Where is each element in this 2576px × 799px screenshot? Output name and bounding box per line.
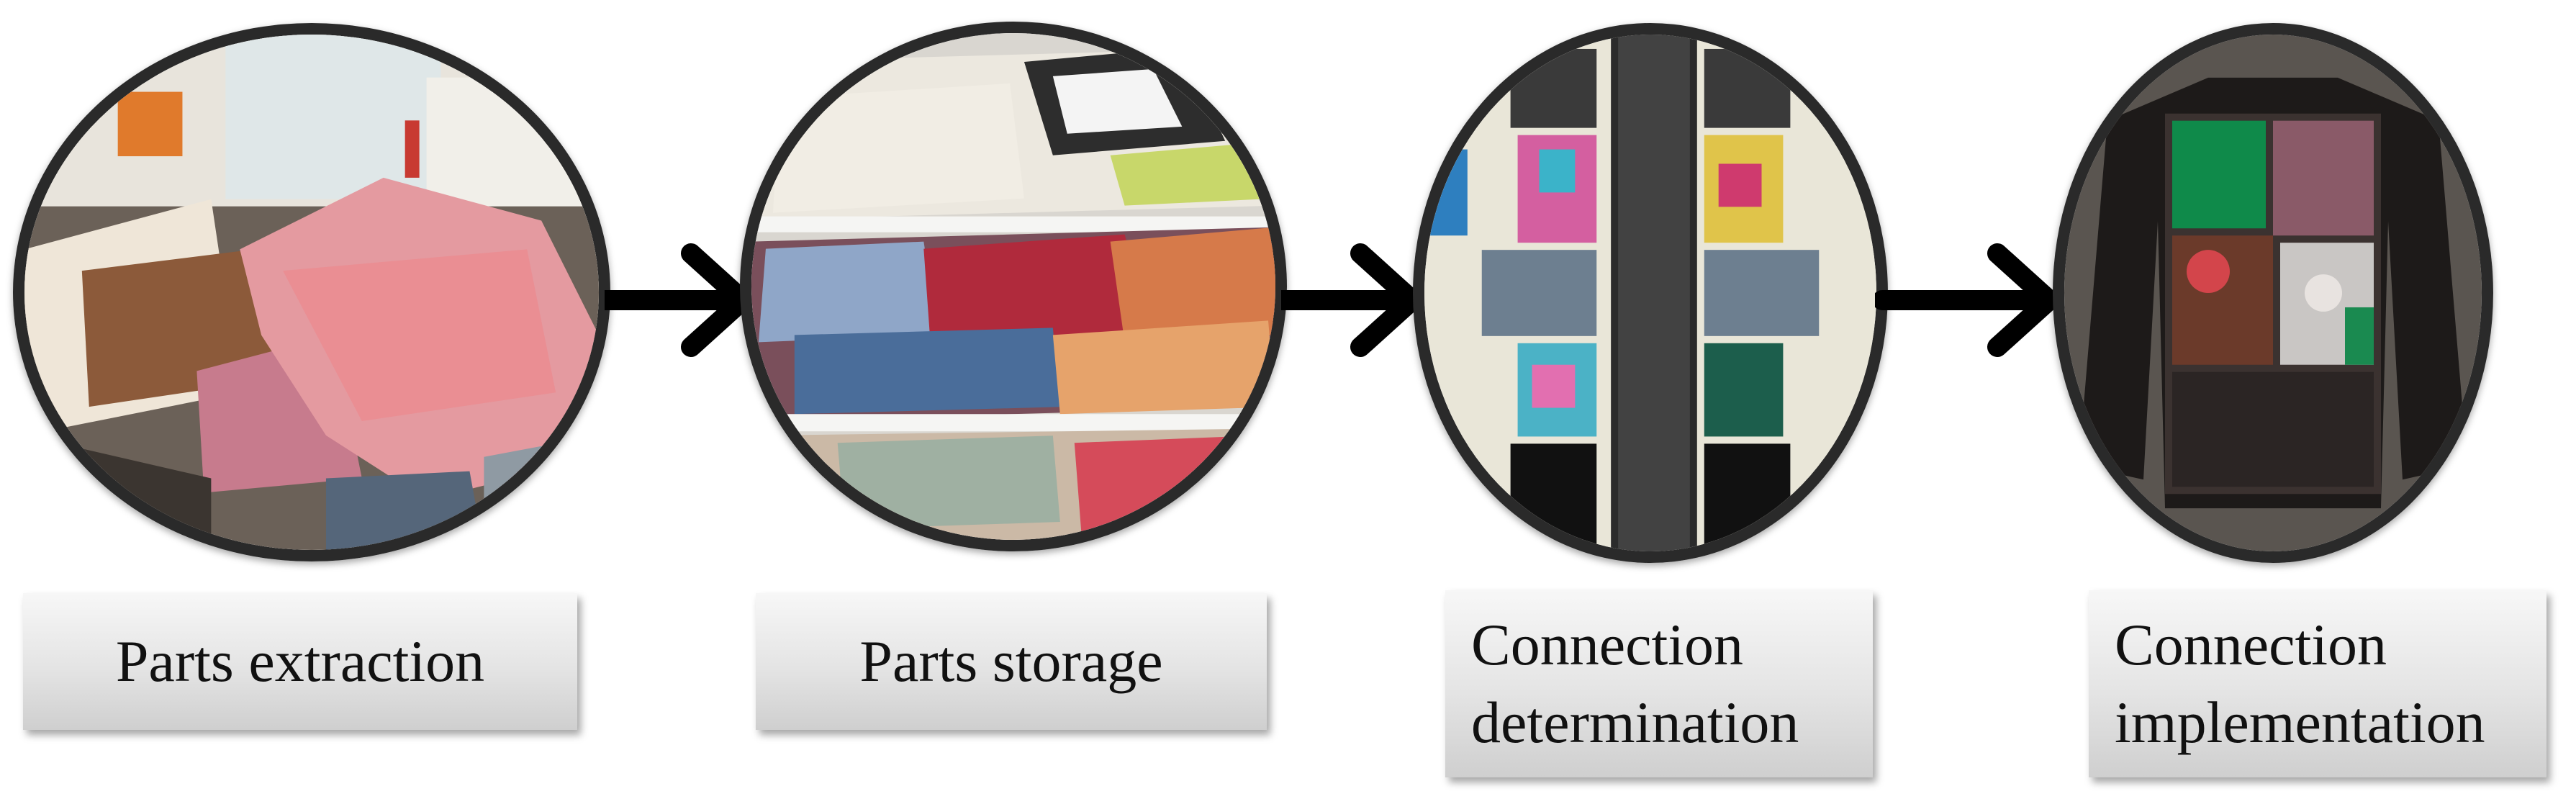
arrow-shape [605,243,753,357]
step-2-image [740,22,1287,551]
step-3-image [1413,23,1888,563]
textile-pile-photo [24,35,599,550]
right-arrow-icon [1281,239,1425,361]
label-line: Connection [1471,612,1744,677]
label-line: Connection [2115,612,2387,677]
step-1-image [13,23,610,561]
right-arrow-icon [1875,239,2062,361]
step-2-label: Parts storage [756,593,1267,730]
label-line: determination [1471,690,1799,755]
step-1-label: Parts extraction [23,593,577,730]
label-line: implementation [2115,690,2485,755]
label-line: Parts storage [859,628,1163,694]
step-4-image [2053,23,2493,563]
right-arrow-icon [605,239,756,361]
arrow-shape [1281,243,1422,357]
step-3-label: Connection determination [1445,590,1873,777]
step-4-label: Connection implementation [2089,590,2546,777]
patchwork-layout-photo [1424,35,1876,551]
arrow-shape [1875,243,2059,357]
sweater-photo [2064,35,2482,551]
fabric-shelves-photo [751,33,1275,540]
label-line: Parts extraction [115,628,485,694]
